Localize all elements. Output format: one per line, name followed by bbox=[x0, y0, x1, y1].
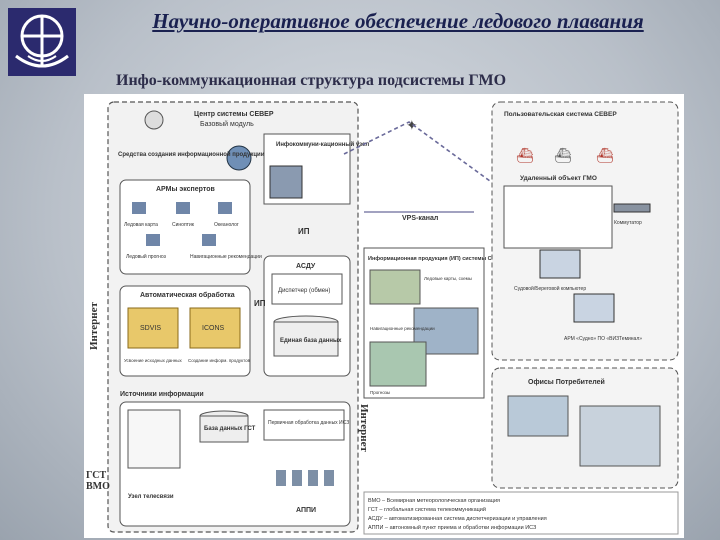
database-icon bbox=[273, 321, 339, 357]
dispatcher-label: Диспетчер (обмен) bbox=[278, 288, 330, 294]
antenna-icon bbox=[308, 470, 318, 486]
user-system-title: Пользовательская система СЕВЕР bbox=[504, 111, 617, 118]
apps-label: АППИ bbox=[296, 507, 316, 514]
tools-label: Средства создания информационной продукц… bbox=[118, 151, 265, 158]
ip-label: ИП bbox=[298, 227, 310, 236]
database-icon bbox=[199, 415, 249, 443]
workstation-icon bbox=[132, 202, 146, 214]
switch-label: Коммутатор bbox=[614, 220, 642, 226]
source-stack bbox=[127, 409, 181, 469]
legend-item: АППИ – автономный пункт приема и обработ… bbox=[368, 524, 537, 531]
sources-label: Источники информации bbox=[120, 391, 204, 398]
switch-icon bbox=[613, 203, 651, 213]
arm-item: Океанолог bbox=[214, 222, 239, 228]
workstation-icon bbox=[202, 234, 216, 246]
center-subtitle: Базовый модуль bbox=[200, 120, 254, 128]
ice-map-thumbnail bbox=[369, 341, 427, 387]
product-item: Ледовые карты, схемы bbox=[424, 276, 472, 281]
arm-label: АРМ «Судно» ПО «ВИЗТеминал» bbox=[564, 336, 642, 342]
antenna-icon bbox=[276, 470, 286, 486]
product-item: Навигационные рекомендации bbox=[370, 326, 435, 331]
vps-label: VPS-канал bbox=[402, 215, 438, 222]
diagram: Центр системы СЕВЕР Базовый модуль Инфок… bbox=[84, 94, 684, 538]
internet-tab-left: Интернет bbox=[88, 302, 100, 350]
auto-processing-title: Автоматическая обработка bbox=[140, 291, 235, 299]
antenna-icon bbox=[324, 470, 334, 486]
folder-icon bbox=[189, 307, 241, 349]
legend-item: ГСТ – глобальная система телекоммуникаци… bbox=[368, 506, 486, 513]
center-title: Центр системы СЕВЕР bbox=[194, 111, 274, 118]
arm-group-box bbox=[119, 179, 251, 275]
ip-label: ИП bbox=[254, 299, 266, 308]
legend-box bbox=[363, 491, 679, 535]
gts-vmo-label: ГСТ ВМО bbox=[86, 470, 110, 492]
workstation-icon bbox=[146, 234, 160, 246]
remote-object-label: Удаленный объект ГМО bbox=[520, 174, 597, 182]
institute-logo bbox=[8, 8, 76, 76]
computer-icon bbox=[573, 293, 615, 323]
computer-icon bbox=[539, 249, 581, 279]
dispatcher-box bbox=[271, 273, 343, 305]
satellite-icon: ✦ bbox=[406, 117, 418, 133]
primary-processing-label: Первичная обработка данных ИСЗ bbox=[268, 420, 349, 426]
info-node-label: Инфокоммуни-кационный узел bbox=[276, 141, 369, 148]
ship-icon: ⛴ bbox=[596, 147, 614, 163]
computer-label: Судовой/Береговой компьютер bbox=[514, 285, 586, 292]
server-building-icon bbox=[269, 165, 303, 199]
info-products-label: Информационная продукция (ИП) системы СЕ… bbox=[368, 255, 507, 262]
legend-item: АСДУ – автоматизированная система диспет… bbox=[368, 516, 547, 522]
product-item: Прогнозы bbox=[370, 390, 390, 395]
page-title: Научно-оперативное обеспечение ледового … bbox=[152, 9, 644, 33]
arm-item: Ледовый прогноз bbox=[126, 253, 167, 260]
arm-item: Навигационные рекомендации bbox=[190, 254, 262, 260]
ice-map-thumbnail bbox=[369, 269, 421, 305]
ship-icon: ⛴ bbox=[516, 147, 534, 163]
remote-object-box bbox=[503, 185, 613, 249]
internet-tab-right: Интернет bbox=[358, 404, 370, 452]
process-item: SDVIS bbox=[140, 325, 161, 332]
ship-icon: ⛴ bbox=[554, 147, 572, 163]
antenna-icon bbox=[292, 470, 302, 486]
workstation-icon bbox=[218, 202, 232, 214]
globe-icon bbox=[226, 145, 252, 171]
arm-item: Ледовая карта bbox=[124, 222, 158, 228]
legend-item: ВМО – Всемирная метеорологическая органи… bbox=[368, 498, 500, 504]
arm-item: Синоптик bbox=[172, 222, 195, 228]
process-caption: Усвоение исходных данных bbox=[124, 358, 182, 363]
primary-processing-box bbox=[263, 409, 345, 441]
process-item: ICONS bbox=[202, 325, 225, 332]
arm-group-title: АРМы экспертов bbox=[156, 186, 215, 193]
process-caption: Создание информ. продуктов bbox=[188, 358, 251, 363]
workstation-icon bbox=[176, 202, 190, 214]
asdu-label: АСДУ bbox=[296, 263, 316, 270]
office-icon bbox=[579, 405, 661, 467]
office-icon bbox=[507, 395, 569, 437]
magnifier-icon bbox=[144, 110, 164, 130]
folder-icon bbox=[127, 307, 179, 349]
page-subtitle: Инфо-коммункационная структура подсистем… bbox=[116, 72, 507, 89]
consumers-label: Офисы Потребителей bbox=[528, 378, 605, 386]
satellite-link bbox=[343, 121, 495, 185]
unified-db-label: Единая база данных bbox=[280, 337, 342, 344]
gts-db-label: База данных ГСТ bbox=[204, 426, 256, 432]
telecom-node-label: Узел телесвязи bbox=[128, 494, 174, 500]
